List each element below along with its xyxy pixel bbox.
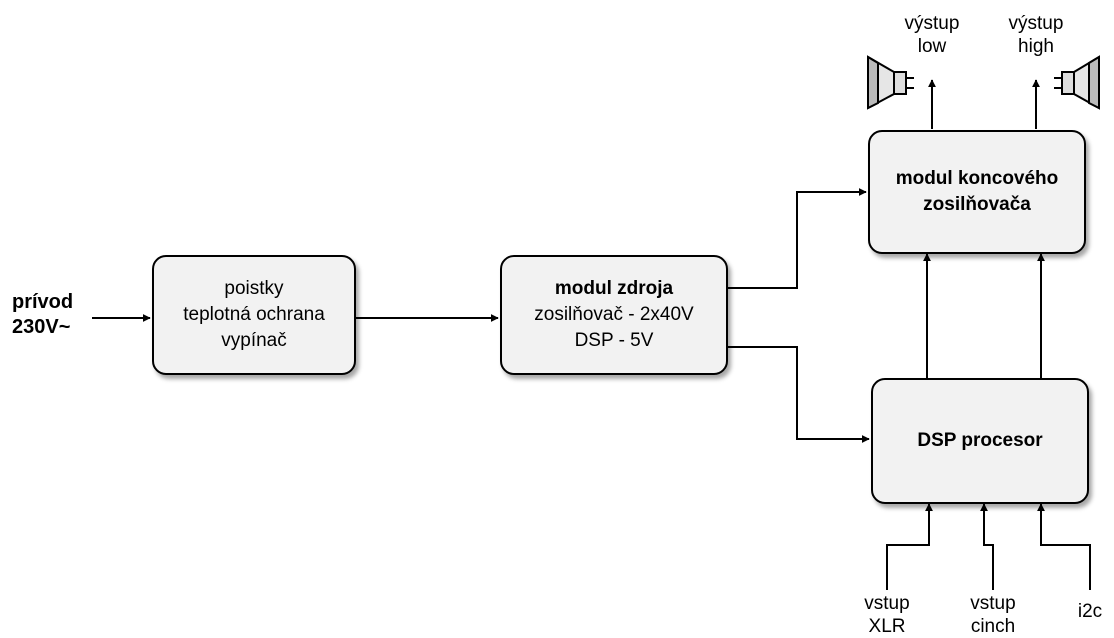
input-xlr-label: vstup XLR — [847, 592, 927, 638]
output-low-line2: low — [917, 36, 947, 57]
input-power-line1: prívod — [12, 291, 74, 313]
output-high-line2: high — [1018, 36, 1054, 57]
input-i2c-line1: i2c — [1077, 601, 1103, 622]
speaker-icon — [1054, 55, 1100, 110]
amplifier-block: modul koncového zosilňovača — [868, 130, 1086, 254]
arrow-power-to-dsp — [728, 346, 870, 443]
power-supply-line2: zosilňovač - 2x40V — [534, 304, 694, 325]
protection-block: poistky teplotná ochrana vypínač — [152, 255, 356, 375]
input-xlr-line1: vstup — [864, 593, 910, 614]
input-power-label: prívod 230V~ — [12, 290, 73, 340]
protection-line3: vypínač — [221, 330, 287, 351]
input-cinch-line2: cinch — [970, 616, 1016, 637]
speaker-icon — [867, 55, 914, 110]
arrow-xlr-to-dsp — [886, 503, 933, 590]
output-low-line1: výstup — [904, 13, 960, 34]
power-supply-line3: DSP - 5V — [574, 330, 654, 351]
input-xlr-line2: XLR — [868, 616, 906, 637]
protection-line1: poistky — [224, 278, 284, 299]
power-supply-block: modul zdroja zosilňovač - 2x40V DSP - 5V — [500, 255, 728, 375]
arrow-power-to-amp — [728, 188, 867, 289]
dsp-title: DSP procesor — [917, 430, 1043, 451]
output-high-line1: výstup — [1008, 13, 1064, 34]
input-power-line2: 230V~ — [12, 316, 71, 338]
input-cinch-line1: vstup — [970, 593, 1016, 614]
amplifier-line2: zosilňovača — [923, 194, 1031, 215]
output-high-label: výstup high — [996, 12, 1076, 58]
power-supply-title: modul zdroja — [554, 278, 674, 299]
output-low-label: výstup low — [892, 12, 972, 58]
arrow-i2c-to-dsp — [1037, 503, 1091, 590]
amplifier-line1: modul koncového — [895, 168, 1059, 189]
protection-line2: teplotná ochrana — [183, 304, 325, 325]
arrow-cinch-to-dsp — [980, 503, 994, 590]
input-cinch-label: vstup cinch — [953, 592, 1033, 638]
dsp-block: DSP procesor — [871, 378, 1089, 504]
input-i2c-label: i2c — [1060, 600, 1114, 623]
